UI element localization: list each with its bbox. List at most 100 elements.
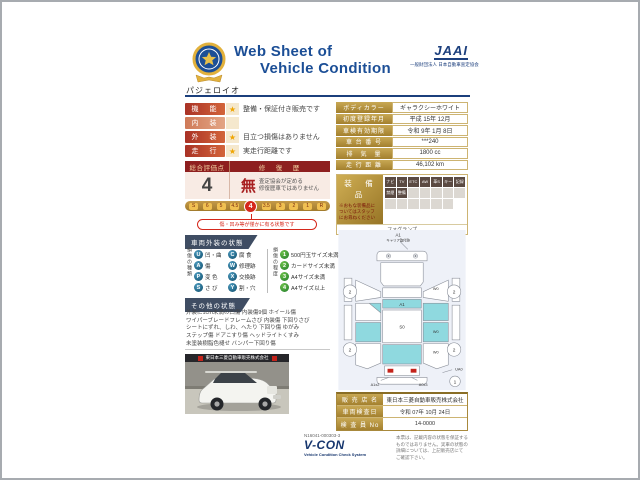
other-condition-line: 未塗装樹脂色褪せ バンパー下回り傷: [186, 340, 276, 347]
equipment-badge-empty: [431, 188, 442, 198]
info-value: 平成 15年 12月: [392, 113, 468, 124]
photo-caption-bar: 東日本三菱自動車販売株式会社: [185, 354, 289, 362]
damage-type-icon: W: [228, 261, 237, 270]
equipment-badge-empty: [454, 188, 465, 198]
equipment-badge: AW: [419, 177, 431, 187]
summary-label: 内 装: [185, 117, 225, 129]
grade-scale-note: 傷・凹み等が僅かに有る状態です: [197, 219, 317, 230]
damage-type-name: 凹・曲: [205, 252, 222, 259]
damage-diagram: A1 キャリア取付跡 A1 S0 W0 W0 W0 UA0 A1x2 A0x3 …: [338, 230, 466, 390]
evaluation-header: 総合評価点 修 復 歴: [185, 161, 330, 172]
summary-row: 走 行 ★ 実走行距離です: [185, 145, 330, 157]
summary-row: 機 能 ★ 整備・保証付き販売です: [185, 103, 330, 115]
diagram-label: W0: [433, 330, 439, 334]
repair-history-note: 査定協会が定める 修復歴車ではありません: [259, 179, 319, 193]
dealer-logo-icon: [197, 355, 203, 361]
summary-label: 機 能: [185, 103, 225, 115]
damage-degree-icon: 2: [280, 261, 289, 270]
info-label: ボディカラー: [336, 102, 392, 113]
equipment-badge-empty: [408, 188, 419, 198]
equipment-badge-empty: [442, 188, 454, 198]
summary-text: [239, 117, 330, 129]
dealer-label: 車両検査日: [337, 406, 383, 417]
dealer-value: 14-0000: [414, 421, 436, 427]
summary-row: 外 装 ★ 目立つ損傷はありません: [185, 131, 330, 143]
vcon-logo: V-CON: [304, 438, 345, 452]
equipment-grid: ナビ TV ETC AW 革S キー 記録 禁煙 整備: [383, 175, 467, 224]
vcon-subtitle: Vehicle Condition Check System: [304, 452, 367, 457]
equipment-badge-empty: [431, 199, 442, 209]
info-value: 46,102 km: [392, 159, 468, 170]
scale-chip: R: [316, 202, 326, 210]
section-tab-exterior: 車両外装の状態: [185, 235, 258, 249]
page-title-line2: Vehicle Condition: [260, 60, 391, 77]
equipment-title-box: 装 備 品 ※おもな装備品に ついてはスタッフ にお尋ねください: [337, 175, 383, 224]
info-label: 排 気 量: [336, 148, 392, 159]
damage-degree-name: 500円玉サイズ未満: [291, 252, 339, 259]
legend-divider: [267, 249, 268, 293]
vehicle-photo: [185, 362, 289, 414]
photo-caption: 東日本三菱自動車販売株式会社: [205, 355, 269, 360]
damage-type-icon: S: [194, 283, 203, 292]
damage-degree-icon: 4: [280, 283, 289, 292]
summary-table: 機 能 ★ 整備・保証付き販売です 内 装 外 装 ★ 目立つ損傷はありません …: [185, 103, 330, 159]
equipment-badge: 記録: [454, 177, 465, 187]
diagram-annotation-code: A1: [395, 233, 401, 238]
summary-label: 外 装: [185, 131, 225, 143]
equipment-note-line: ついてはスタッフ: [339, 208, 375, 214]
disclaimer: 本票は、記載内容の状態を保証する ものではありません。実車の状態の 詳細について…: [396, 435, 468, 461]
info-value: 令和 9年 1月 8日: [392, 125, 468, 136]
equipment-badge: ETC: [408, 177, 419, 187]
equipment-badge: 革S: [431, 177, 442, 187]
diagram-label: A1x2: [371, 383, 380, 387]
scale-chip: 4.5: [230, 202, 240, 210]
other-condition-line: シートにずれ、しわ、へたり 下回り傷 ゆがみ: [186, 325, 300, 332]
star-icon: [226, 117, 239, 129]
damage-type-icon: Y: [228, 283, 237, 292]
wheel-grade: 2: [349, 347, 352, 353]
damage-type-label: 損傷の種類: [186, 247, 192, 277]
disclaimer-line: 詳細については、上記販売店にて: [396, 448, 464, 454]
grade-scale: S 6 5 4.5 4 3.5 3 2 1 R: [185, 199, 330, 219]
vehicle-photo-block: 東日本三菱自動車販売株式会社: [185, 354, 289, 414]
equipment-badge: ナビ: [385, 177, 396, 187]
disclaimer-line: ご確認下さい。: [396, 454, 428, 460]
equipment-badge-empty: [396, 199, 408, 209]
dealer-logo-icon: [271, 355, 277, 361]
jaai-logo-block: JAAI 一般財団法人 日本自動車査定協会: [410, 42, 479, 68]
repair-note-line2: 修復歴車ではありません: [258, 185, 320, 192]
damage-type-name: 修理跡: [239, 263, 256, 270]
info-value: 1800 cc: [392, 148, 468, 159]
equipment-section: 装 備 品 ※おもな装備品に ついてはスタッフ にお尋ねください ナビ TV E…: [336, 174, 468, 235]
damage-type-name: さ び: [205, 285, 218, 292]
vcon-block: N16041-000303-3 V-CON Vehicle Condition …: [304, 433, 389, 457]
damage-type-name: 変 色: [205, 274, 218, 281]
damage-degree-icon: 1: [280, 250, 289, 259]
equipment-badge-empty: [442, 199, 454, 209]
scale-chip: 1: [303, 202, 313, 210]
summary-row: 内 装: [185, 117, 330, 129]
info-value: ***240: [392, 136, 468, 147]
equipment-badge-empty: [408, 199, 419, 209]
scale-chip: 5: [216, 202, 226, 210]
damage-type-name: 腐 食: [239, 252, 252, 259]
score-header: 総合評価点: [185, 161, 230, 172]
diagram-label: UA0: [455, 368, 462, 372]
section-tab-other: その他の状態: [185, 298, 250, 312]
diagram-label: 1: [454, 379, 457, 385]
summary-label: 走 行: [185, 145, 225, 157]
dealer-label: 販 売 店 名: [337, 394, 383, 405]
disclaimer-line: 本票は、記載内容の状態を保証する: [396, 435, 468, 440]
scale-chip: 3.5: [261, 202, 271, 210]
diagram-label: W0: [433, 350, 439, 354]
vehicle-name: パジェロイオ: [186, 86, 240, 95]
diagram-label: W0: [433, 287, 439, 291]
damage-degree-label: 損傷の程度: [272, 247, 278, 277]
star-icon: ★: [226, 145, 239, 157]
equipment-badge: 禁煙: [385, 188, 396, 198]
scale-chip: 2: [289, 202, 299, 210]
damage-type-icon: C: [228, 250, 237, 259]
